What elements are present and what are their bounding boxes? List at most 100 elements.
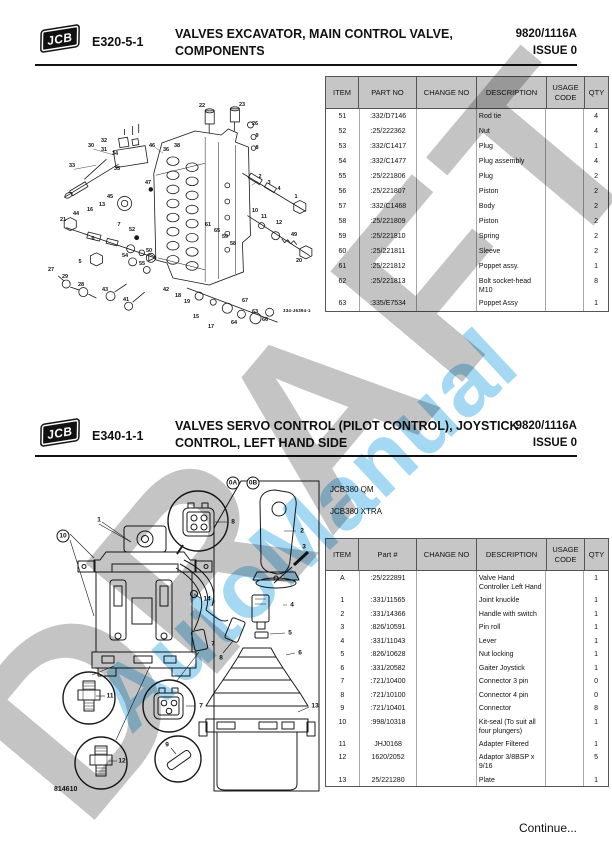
callout-number: 6	[91, 236, 95, 242]
column-header: QTY	[585, 538, 609, 571]
cell-change-no	[417, 571, 477, 594]
cell-qty: 8	[594, 705, 598, 713]
cell-qty: 2	[594, 173, 598, 180]
cell-qty: 1	[594, 651, 598, 659]
jcb-logo-text: JCB	[46, 423, 74, 442]
cell-qty: 1	[594, 718, 598, 726]
callout-number: 13	[311, 702, 319, 710]
callout-number: 31	[100, 147, 108, 153]
cell-usage-code	[546, 750, 585, 773]
cell-item: 57	[326, 199, 360, 214]
cell-change-no	[417, 701, 477, 715]
cell-usage-code	[546, 154, 585, 169]
callout-number: 3	[302, 543, 306, 551]
cell-part-no: :25/222891	[360, 571, 418, 594]
callout-number: 10	[56, 529, 70, 543]
cell-part-no: 25/221280	[360, 772, 418, 787]
cell-part-no: :25/221811	[360, 244, 418, 259]
cell-qty: 1	[594, 597, 598, 605]
callout-number: 18	[174, 293, 182, 299]
callout-number: 14	[203, 595, 211, 603]
column-header: USAGE CODE	[547, 538, 585, 571]
cell-description: Kit-seal (To suit all four plungers)	[477, 714, 547, 737]
cell-item: 7	[326, 674, 360, 688]
callout-number: 36	[162, 147, 170, 153]
callout-number: 52	[128, 227, 136, 233]
column-header: USAGE CODE	[547, 76, 585, 109]
callout-number: 7	[211, 640, 215, 648]
callout-number: 44	[72, 211, 80, 217]
cell-part-no: :331/20582	[360, 660, 418, 675]
model-label-qm: JCB380 QM	[330, 485, 374, 494]
cell-description: Pin roll	[477, 620, 547, 634]
cell-description: Nut	[477, 124, 547, 139]
model-label-xtra: JCB380 XTRA	[330, 507, 383, 516]
cell-description: Gaiter Joystick	[477, 660, 547, 675]
callout-number: 41	[122, 297, 130, 303]
column-header: ITEM	[325, 538, 359, 571]
column-header: CHANGE NO	[417, 76, 477, 109]
callout-number: 28	[77, 282, 85, 288]
cell-description: Plug	[477, 139, 547, 154]
cell-part-no: 1620/2052	[360, 750, 418, 773]
cell-usage-code	[546, 184, 585, 199]
cell-change-no	[417, 139, 477, 154]
cell-change-no	[417, 772, 477, 787]
callout-number: 59	[221, 234, 229, 240]
cell-qty: 2	[594, 188, 598, 195]
cell-description: Rod tie	[477, 109, 547, 124]
cell-usage-code	[546, 259, 585, 274]
cell-part-no: :25/221812	[360, 259, 418, 274]
callout-number: 46	[148, 143, 156, 149]
cell-item: 2	[326, 606, 360, 621]
cell-change-no	[417, 109, 477, 124]
figure-code: 814610	[54, 786, 78, 793]
callout-number: 9	[255, 133, 259, 139]
cell-part-no: :332/C1417	[360, 139, 418, 154]
doc-number: 9820/1116A	[515, 420, 577, 432]
cell-usage-code	[546, 674, 585, 688]
cell-change-no	[417, 296, 477, 312]
callout-number: 45	[106, 194, 114, 200]
cell-change-no	[417, 124, 477, 139]
jcb-logo-text: JCB	[46, 29, 74, 48]
cell-item: 58	[326, 214, 360, 229]
callout-number: 64	[230, 320, 238, 326]
cell-description: Poppet assy.	[477, 259, 547, 274]
cell-item: 51	[326, 109, 360, 124]
callout-number: 2	[258, 174, 262, 180]
cell-usage-code	[546, 274, 585, 297]
cell-change-no	[417, 214, 477, 229]
callout-number: 5	[78, 259, 82, 265]
cell-item: 6	[326, 660, 360, 675]
cell-change-no	[417, 229, 477, 244]
callout-number: 21	[59, 217, 67, 223]
cell-change-no	[417, 687, 477, 702]
cell-part-no: :998/10318	[360, 714, 418, 737]
callout-number: 23	[238, 102, 246, 108]
cell-qty: 1	[594, 637, 598, 645]
callout-number: 16	[86, 207, 94, 213]
callout-number: 8	[231, 518, 235, 526]
cell-description: Handle with switch	[477, 606, 547, 621]
column-header: DESCRIPTION	[477, 538, 547, 571]
cell-item: 13	[326, 772, 360, 787]
cell-change-no	[417, 606, 477, 621]
callout-number: 7	[117, 222, 121, 228]
